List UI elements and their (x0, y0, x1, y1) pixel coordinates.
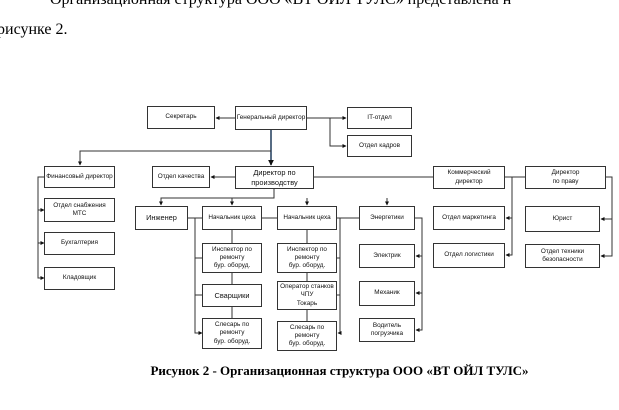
figure-caption: Рисунок 2 - Организационная структура ОО… (150, 363, 529, 378)
org-box-ceo: Генеральный директор (235, 106, 307, 130)
org-box-cnc-operator: Оператор станков ЧПУ Токарь (277, 281, 337, 310)
paragraph-line-1: Организационная структура ООО «ВТ ОЙЛ ТУ… (50, 0, 511, 9)
org-box-forklift-driver: Водитель погрузчика (359, 318, 415, 342)
org-box-shop-head-2: Начальник цеха (277, 206, 337, 230)
org-box-supply: Отдел снабжения МТС (44, 198, 115, 222)
org-box-shop-head-1: Начальник цеха (202, 206, 262, 230)
org-box-engineer: Инженер (135, 206, 188, 230)
org-box-prod-director: Директор по производству (235, 166, 314, 189)
org-box-inspector-1: Инспектор по ремонту бур. оборуд. (202, 243, 262, 273)
org-box-mechanic: Механик (359, 281, 415, 306)
org-box-safety: Отдел техники безопасности (525, 244, 600, 268)
org-box-power: Энергетики (359, 206, 415, 230)
org-box-hr: Отдел кадров (347, 135, 412, 157)
paragraph-line-2: рисунке 2. (0, 21, 68, 38)
org-box-commercial: Коммерческий директор (433, 166, 505, 189)
org-box-marketing: Отдел маркетинга (433, 206, 505, 230)
org-box-it: IT-отдел (347, 107, 412, 129)
org-box-quality: Отдел качества (152, 166, 210, 188)
org-box-inspector-2: Инспектор по ремонту бур. оборуд. (277, 243, 337, 273)
org-box-secretary: Секретарь (147, 106, 215, 129)
org-box-fitter-2: Слесарь по ремонту бур. оборуд. (277, 321, 337, 351)
org-box-storekeeper: Кладовщик (44, 267, 115, 290)
org-box-fitter-1: Слесарь по ремонту бур. оборуд. (202, 318, 262, 349)
org-box-welders: Сварщики (202, 284, 262, 307)
org-box-cfo: Финансовый директор (44, 166, 115, 188)
org-box-lawyer: Юрист (525, 206, 600, 232)
org-box-legal-director: Директор по праву (525, 166, 606, 189)
org-box-logistics: Отдел логистики (433, 243, 505, 268)
org-box-electrician: Электрик (359, 244, 415, 268)
org-box-accounting: Бухгалтерия (44, 232, 115, 255)
